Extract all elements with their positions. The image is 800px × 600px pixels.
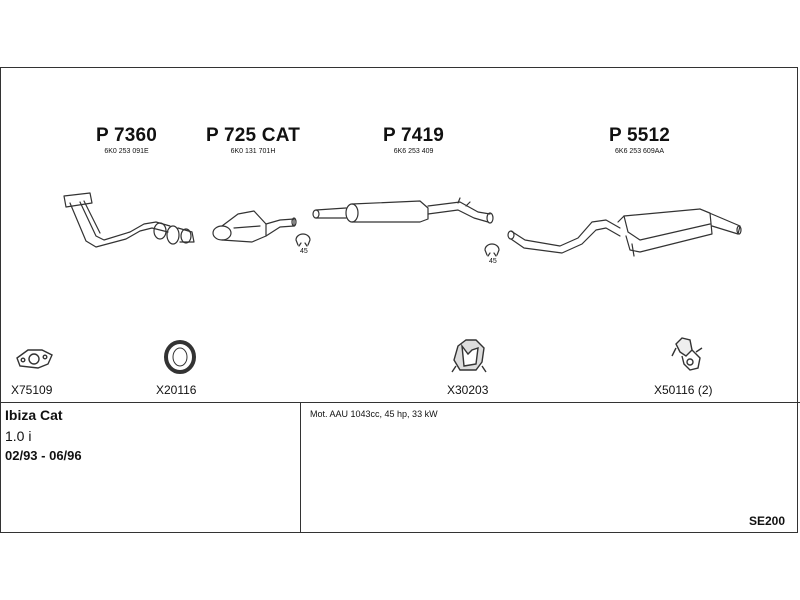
accessory-code[interactable]: X50116 (2) [654,383,713,397]
clamp-size-label: 45 [489,258,497,265]
middle-silencer-icon [312,197,494,224]
part-code: P 5512 [609,125,671,146]
divider-horizontal [0,402,800,403]
part-label-rear-silencer[interactable]: P 5512 6K6 253 609AA [609,125,670,155]
part-label-middle-silencer[interactable]: P 7419 6K6 253 409 [383,125,444,155]
front-pipe-icon [63,192,195,248]
clamp-icon [484,243,500,257]
accessory-code[interactable]: X20116 [156,383,197,397]
rubber-mount-icon [451,339,487,373]
oem-number: 6K0 131 701H [230,148,276,155]
oem-number: 6K0 253 091E [104,148,149,155]
ring-gasket-icon [164,340,196,374]
catalytic-converter-icon [212,210,297,243]
clamp-icon [295,233,311,247]
rear-silencer-icon [507,208,742,257]
vehicle-engine: 1.0 i [5,428,32,444]
oem-number: 6K6 253 609AA [615,148,665,155]
diagram-frame [0,67,798,533]
divider-vertical [300,402,301,533]
hanger-icon [671,337,703,371]
vehicle-years: 02/93 - 06/96 [5,448,82,463]
part-code: P 7360 [96,125,158,146]
part-label-front-pipe[interactable]: P 7360 6K0 253 091E [96,125,157,155]
gasket-icon [16,349,53,369]
motor-info: Mot. AAU 1043cc, 45 hp, 33 kW [310,409,438,419]
system-code: SE200 [749,514,786,528]
oem-number: 6K6 253 409 [393,148,434,155]
accessory-code[interactable]: X30203 [447,383,489,397]
clamp-size-label: 45 [300,248,308,255]
part-label-catalytic-converter[interactable]: P 725 CAT 6K0 131 701H [206,125,300,155]
part-code: P 725 CAT [206,125,301,146]
vehicle-model: Ibiza Cat [5,407,63,423]
part-code: P 7419 [383,125,445,146]
accessory-code[interactable]: X75109 [11,383,53,397]
